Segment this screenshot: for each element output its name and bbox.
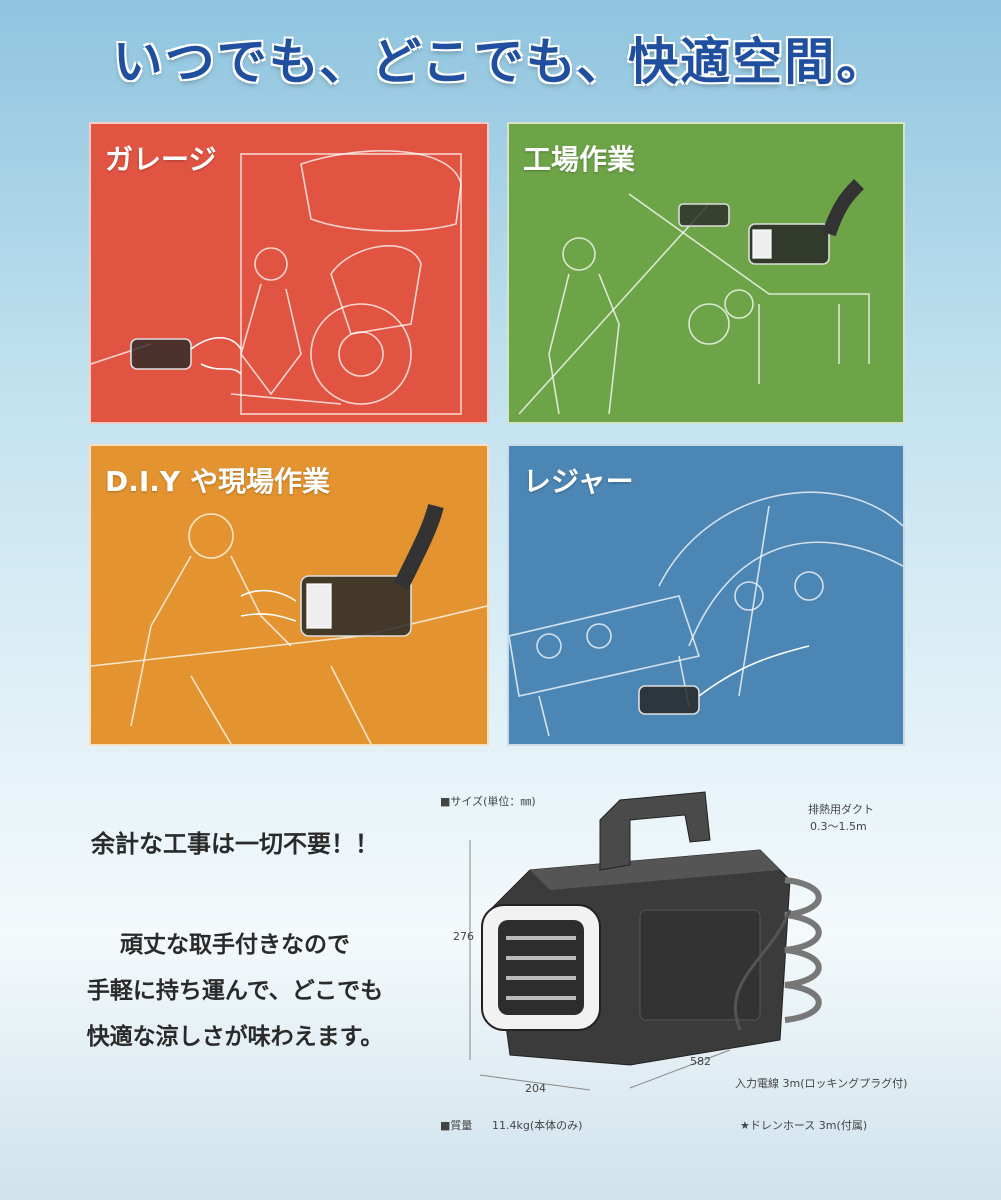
copy-headline: 余計な工事は一切不要！！	[91, 830, 379, 858]
garage-illustration	[91, 150, 462, 415]
panel-label-garage: ガレージ	[105, 143, 217, 176]
panel-diy: D.I.Y や現場作業	[89, 444, 489, 746]
copy-line: 快適な涼しさが味わえます。	[86, 1024, 384, 1050]
headline: いつでも、どこでも、快適空間。	[112, 33, 889, 91]
spec-hose: ★ドレンホース 3m(付属)	[740, 1119, 868, 1132]
panel-factory: 工場作業	[507, 122, 905, 424]
spec-width: 204	[525, 1082, 546, 1095]
panel-label-factory: 工場作業	[523, 143, 636, 176]
copy-body: 頑丈な取手付きなので 手軽に持ち運んで、どこでも 快適な涼しさが味わえます。	[30, 922, 440, 1060]
leisure-illustration	[509, 491, 903, 737]
copy-line: 手軽に持ち運んで、どこでも	[86, 978, 384, 1004]
spec-duct-label: 排熱用ダクト	[808, 803, 874, 816]
spec-size-label: ■サイズ(単位：㎜)	[440, 795, 536, 808]
factory-illustration	[518, 179, 870, 415]
diy-illustration	[91, 503, 487, 744]
spec-weight-value: 11.4kg(本体のみ)	[492, 1119, 583, 1132]
copy-line: 頑丈な取手付きなので	[120, 932, 350, 958]
spec-cord: 入力電線 3m(ロッキングプラグ付)	[735, 1077, 908, 1090]
panel-label-leisure: レジャー	[523, 465, 634, 498]
spec-duct-range: 0.3〜1.5m	[810, 820, 867, 833]
panel-leisure: レジャー	[507, 444, 905, 746]
panel-garage: ガレージ	[89, 122, 489, 424]
spec-weight-label: ■質量	[440, 1119, 473, 1132]
panel-label-diy: D.I.Y や現場作業	[105, 465, 330, 498]
spec-depth: 582	[690, 1055, 711, 1068]
product-illustration	[469, 791, 822, 1091]
spec-height: 276	[453, 930, 474, 943]
